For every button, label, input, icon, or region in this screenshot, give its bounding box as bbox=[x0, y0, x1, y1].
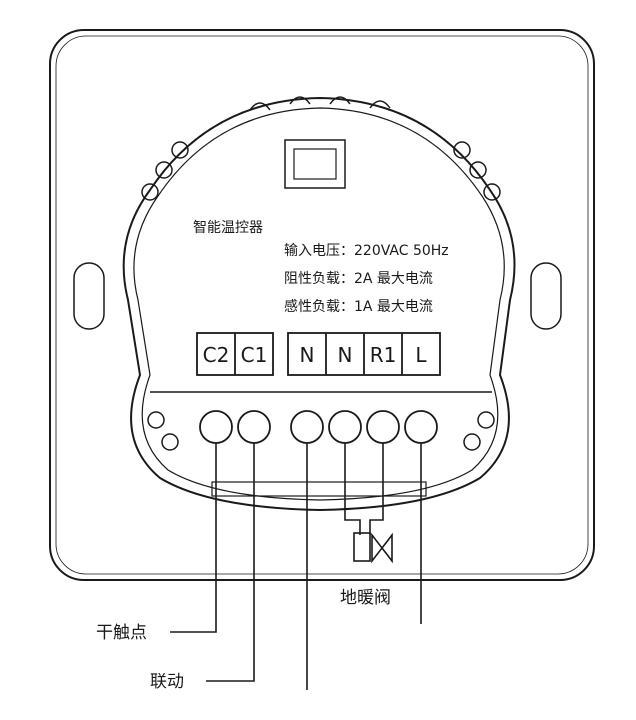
top-component-inner bbox=[293, 148, 337, 180]
wire-c1 bbox=[206, 443, 255, 682]
terminal-label-r1: R1 bbox=[370, 343, 397, 367]
spec-input-voltage: 输入电压：220VAC 50Hz bbox=[284, 243, 449, 259]
housing-outline bbox=[122, 96, 516, 512]
callout-linkage: 联动 bbox=[150, 672, 184, 692]
screw-terminals bbox=[199, 410, 438, 444]
wire-n2 bbox=[344, 443, 361, 535]
terminal-label-c2: C2 bbox=[203, 343, 230, 367]
wire-r1 bbox=[369, 443, 384, 535]
screw-terminal-r1 bbox=[366, 410, 400, 444]
wire-c2 bbox=[170, 443, 217, 633]
spec-inductive-load: 感性负载：1A 最大电流 bbox=[284, 298, 433, 315]
screw-terminal-n1 bbox=[290, 410, 324, 444]
housing-clips bbox=[141, 96, 501, 451]
top-component bbox=[284, 139, 346, 189]
terminal-label-n1: N bbox=[300, 343, 315, 367]
terminal-label-l: L bbox=[415, 343, 427, 367]
terminal-block-left bbox=[196, 332, 274, 376]
callout-floor-heating-valve: 地暖阀 bbox=[340, 588, 391, 608]
back-plate-inner-edge bbox=[55, 35, 589, 575]
left-mounting-slot bbox=[73, 262, 105, 330]
housing-inner-outline bbox=[133, 107, 505, 501]
wires bbox=[170, 443, 422, 690]
screw-terminal-n2 bbox=[328, 410, 362, 444]
screw-terminal-c1 bbox=[237, 410, 271, 444]
spec-resistive-load: 阻性负载：2A 最大电流 bbox=[284, 271, 433, 287]
callout-dry-contact: 干触点 bbox=[96, 623, 147, 643]
terminal-block-right bbox=[287, 332, 441, 376]
screw-terminal-l bbox=[404, 410, 438, 444]
back-plate bbox=[49, 29, 595, 581]
device-name: 智能温控器 bbox=[193, 220, 263, 236]
right-mounting-slot bbox=[530, 262, 562, 330]
valve-icon bbox=[353, 532, 393, 564]
screw-terminal-c2 bbox=[199, 410, 233, 444]
cable-exit bbox=[211, 481, 427, 497]
terminal-label-c1: C1 bbox=[241, 343, 268, 367]
terminal-label-n2: N bbox=[338, 343, 353, 367]
